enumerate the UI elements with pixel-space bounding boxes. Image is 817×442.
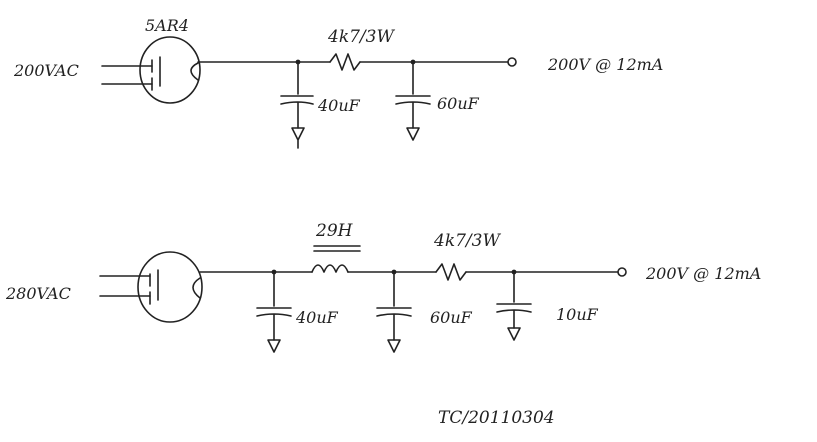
circuit-1-rectifier-tube bbox=[139, 36, 201, 104]
circuit-2-inductor bbox=[311, 245, 361, 273]
circuit-2-inductor-label: 29H bbox=[315, 221, 354, 241]
circuit-1-capacitor-1-label: 40uF bbox=[317, 96, 361, 115]
circuit-1-output-label: 200V @ 12mA bbox=[547, 55, 663, 74]
circuit-2-capacitor-1-label: 40uF bbox=[295, 308, 339, 327]
circuit-1-capacitor-1 bbox=[280, 61, 314, 149]
circuit-1-resistor-label: 4k7/3W bbox=[327, 27, 395, 47]
circuit-2-capacitor-3-label: 10uF bbox=[556, 305, 599, 324]
circuit-2-output-terminal bbox=[617, 267, 627, 277]
circuit-2-resistor bbox=[435, 263, 467, 281]
signature: TC/20110304 bbox=[438, 408, 555, 428]
circuit-1-rectifier-label: 5AR4 bbox=[145, 16, 189, 35]
circuit-2-capacitor-2 bbox=[376, 271, 412, 353]
circuit-2-rectifier-tube bbox=[137, 251, 203, 323]
circuit-1-output-terminal bbox=[507, 57, 517, 67]
circuit-2-capacitor-3 bbox=[496, 271, 532, 341]
circuit-1-input-wires bbox=[101, 65, 153, 85]
circuit-1-capacitor-2 bbox=[395, 61, 431, 141]
circuit-2-capacitor-2-label: 60uF bbox=[430, 308, 473, 327]
circuit-2-capacitor-1 bbox=[256, 271, 292, 353]
circuit-2-resistor-label: 4k7/3W bbox=[433, 231, 501, 251]
circuit-2: 280VAC 29H 4k7/3W 200V @ 12mA 40uF bbox=[5, 221, 761, 353]
circuit-1: 200VAC 5AR4 4k7/3W 200V @ 12mA 40uF 60uF bbox=[13, 16, 663, 149]
circuit-1-resistor bbox=[329, 53, 361, 71]
circuit-2-input-label: 280VAC bbox=[5, 284, 71, 303]
circuit-1-input-label: 200VAC bbox=[13, 61, 79, 80]
circuit-2-output-label: 200V @ 12mA bbox=[645, 264, 761, 283]
circuit-2-input-wires bbox=[99, 275, 151, 297]
circuit-1-capacitor-2-label: 60uF bbox=[437, 94, 480, 113]
